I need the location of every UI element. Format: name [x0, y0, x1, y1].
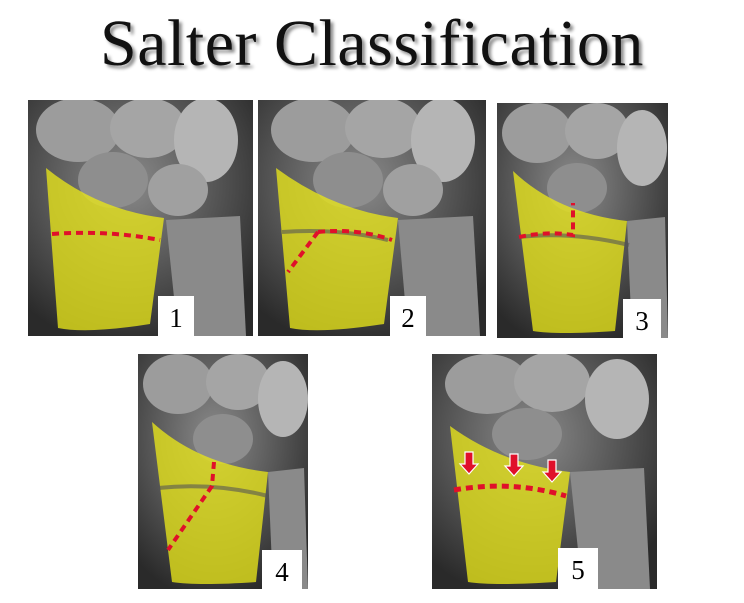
radius-overlay	[450, 426, 570, 584]
panel-salter-3: 3	[497, 103, 668, 338]
radius-overlay	[276, 168, 398, 331]
radius-overlay	[46, 168, 164, 331]
down-arrow-icon	[503, 453, 525, 477]
panel-label: 4	[262, 550, 302, 589]
fracture-line	[317, 229, 393, 242]
panel-label: 1	[158, 296, 194, 336]
fracture-line	[518, 203, 575, 239]
panel-label: 2	[390, 296, 426, 336]
panel-salter-5: 5	[432, 354, 657, 589]
down-arrow-icon	[458, 451, 480, 475]
panel-label: 3	[623, 299, 661, 338]
xray-image	[28, 100, 253, 336]
panel-label: 5	[558, 548, 598, 589]
panel-salter-4: 4	[138, 354, 308, 589]
fracture-line	[166, 461, 216, 552]
radius-overlay	[152, 422, 268, 584]
panel-salter-2: 2	[258, 100, 486, 336]
panel-salter-1: 1	[28, 100, 253, 336]
radius-overlay	[513, 171, 627, 333]
fracture-line	[51, 230, 161, 242]
xray-image	[497, 103, 668, 338]
fracture-line	[286, 230, 320, 274]
fracture-line	[453, 483, 567, 499]
xray-image	[138, 354, 308, 589]
page-title: Salter Classification	[100, 7, 644, 80]
xray-image	[258, 100, 486, 336]
xray-image	[432, 354, 657, 589]
down-arrow-icon	[541, 459, 563, 483]
